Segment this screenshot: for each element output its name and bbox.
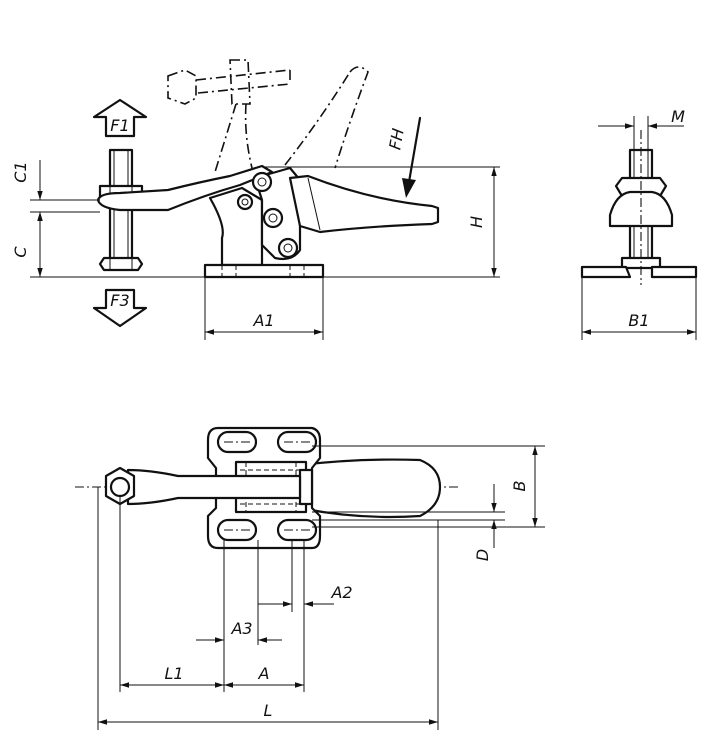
clamp-body <box>208 186 264 267</box>
top-view: B D A2 A3 L1 A L <box>75 426 545 730</box>
force-label-FH: FH <box>385 127 407 151</box>
dim-label-A: A <box>258 664 270 683</box>
top-arm <box>126 468 302 506</box>
force-arrow-FH <box>402 178 416 198</box>
dim-label-M: M <box>671 107 685 126</box>
dim-label-L1: L1 <box>164 664 183 683</box>
dim-label-D: D <box>473 549 492 561</box>
open-position-ghost <box>167 59 369 173</box>
side-view: C C1 H A1 F1 F3 FH <box>11 59 500 340</box>
pivot-pin <box>251 171 273 193</box>
dim-label-A3: A3 <box>230 619 252 638</box>
dim-label-C: C <box>11 246 30 258</box>
force-arrow-F3 <box>92 288 148 328</box>
end-view-arm <box>608 190 674 228</box>
force-label-F1: F1 <box>110 116 129 135</box>
dim-label-B: B <box>510 481 529 492</box>
end-view: M B1 <box>580 107 698 340</box>
base-plate <box>203 263 325 279</box>
dim-label-A2: A2 <box>330 583 352 602</box>
force-label-F3: F3 <box>110 291 129 310</box>
clamp-handle <box>288 174 440 234</box>
force-arrow-F1 <box>92 98 148 138</box>
dim-label-H: H <box>467 216 486 228</box>
top-handle <box>298 458 442 519</box>
dim-label-L: L <box>264 701 273 720</box>
dim-label-B1: B1 <box>628 311 649 330</box>
spindle-tip <box>98 256 144 272</box>
dim-label-C1: C1 <box>11 161 30 182</box>
dim-label-A1: A1 <box>252 311 274 330</box>
